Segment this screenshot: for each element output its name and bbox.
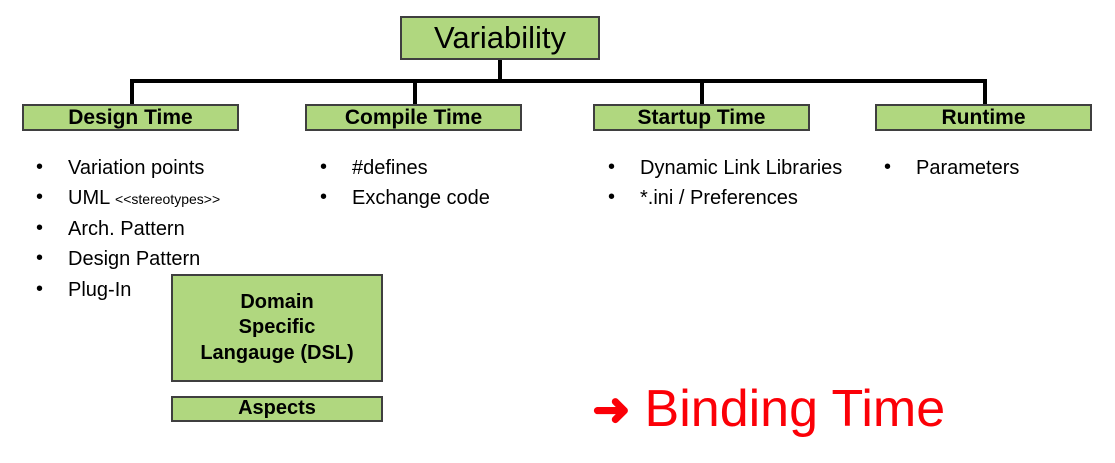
connector-drop-runtime xyxy=(983,79,987,105)
list-item-text: #defines xyxy=(352,157,428,179)
binding-time-callout: ➜ Binding Time xyxy=(592,383,945,435)
phase-box-compile-time[interactable]: Compile Time xyxy=(305,104,522,131)
bullet-list-design-time: Variation points UML <<stereotypes>> Arc… xyxy=(28,153,313,304)
connector-drop-compile-time xyxy=(413,79,417,105)
connector-drop-startup-time xyxy=(700,79,704,105)
bullet-column-startup-time: Dynamic Link Libraries *.ini / Preferenc… xyxy=(600,153,858,215)
bullet-list-compile-time: #defines Exchange code xyxy=(312,153,582,213)
root-box-variability[interactable]: Variability xyxy=(400,16,600,60)
list-item-text: UML xyxy=(68,187,116,210)
list-item: Design Pattern xyxy=(28,244,313,273)
phase-label-compile-time: Compile Time xyxy=(344,105,483,129)
connector-horizontal-bus xyxy=(130,79,987,83)
bullet-list-runtime: Parameters xyxy=(876,153,1106,182)
bullet-column-runtime: Parameters xyxy=(876,153,1106,184)
dsl-box-label: Domain Specific Langauge (DSL) xyxy=(200,290,354,364)
list-item: Arch. Pattern xyxy=(28,214,313,243)
list-item-text: Design Pattern xyxy=(68,248,201,271)
list-item: Dynamic Link Libraries xyxy=(600,153,858,182)
list-item: UML <<stereotypes>> xyxy=(28,183,313,212)
bullet-list-startup-time: Dynamic Link Libraries *.ini / Preferenc… xyxy=(600,153,858,213)
list-item: #defines xyxy=(312,153,582,182)
phase-box-runtime[interactable]: Runtime xyxy=(875,104,1092,131)
list-item-text: Arch. Pattern xyxy=(68,217,185,240)
list-item: Variation points xyxy=(28,153,313,182)
list-item-text: Dynamic Link Libraries xyxy=(640,157,843,179)
phase-label-design-time: Design Time xyxy=(68,105,193,129)
list-item: Parameters xyxy=(876,153,1106,182)
phase-box-startup-time[interactable]: Startup Time xyxy=(593,104,810,131)
phase-box-design-time[interactable]: Design Time xyxy=(22,104,239,131)
list-item: Exchange code xyxy=(312,183,582,212)
aspects-box-label: Aspects xyxy=(238,397,316,420)
aspects-box[interactable]: Aspects xyxy=(171,396,383,422)
connector-root-stem xyxy=(498,60,502,81)
bullet-column-design-time: Variation points UML <<stereotypes>> Arc… xyxy=(28,153,313,306)
phase-label-startup-time: Startup Time xyxy=(637,105,766,129)
root-box-label: Variability xyxy=(433,20,567,55)
list-item: *.ini / Preferences xyxy=(600,183,858,212)
dsl-box[interactable]: Domain Specific Langauge (DSL) xyxy=(171,274,383,382)
list-item-text: Plug-In xyxy=(68,278,132,301)
list-item-text: *.ini / Preferences xyxy=(640,187,798,210)
list-item-text: Variation points xyxy=(68,157,205,179)
connector-drop-design-time xyxy=(130,79,134,105)
right-arrow-icon: ➜ xyxy=(592,383,631,435)
binding-time-label: Binding Time xyxy=(644,380,946,438)
phase-label-runtime: Runtime xyxy=(941,105,1026,129)
bullet-column-compile-time: #defines Exchange code xyxy=(312,153,582,215)
list-item-text: Parameters xyxy=(916,157,1020,179)
list-item-text: Exchange code xyxy=(352,187,490,210)
list-item: Plug-In xyxy=(28,275,313,304)
list-item-note: <<stereotypes>> xyxy=(115,191,221,208)
